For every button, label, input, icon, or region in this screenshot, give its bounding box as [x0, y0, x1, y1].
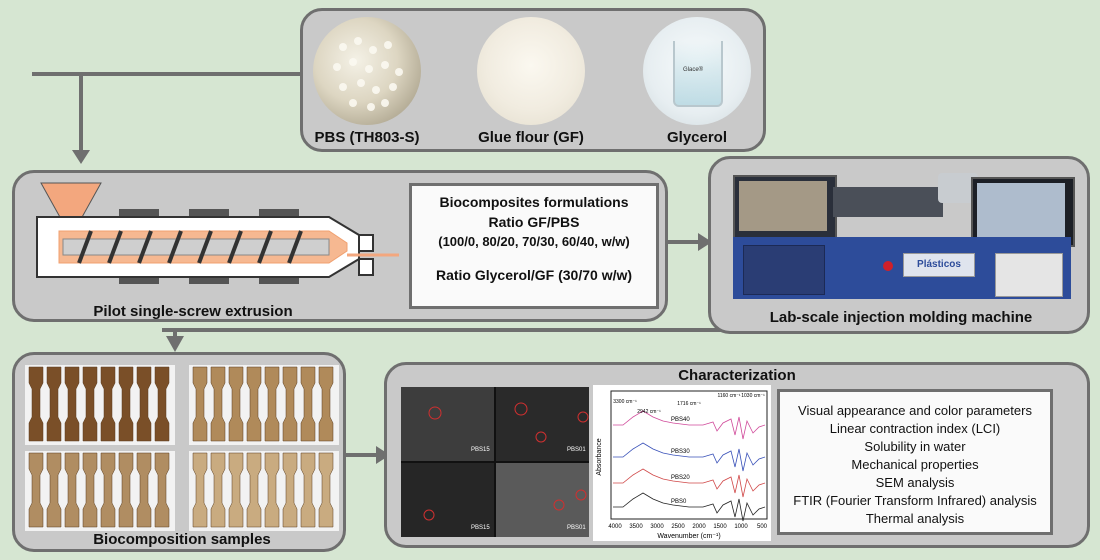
specimen	[154, 452, 170, 528]
sem-label-2: PBS01	[567, 447, 586, 453]
specimen	[118, 366, 134, 442]
x-tick-label: 3000	[650, 524, 664, 530]
sem-label-3: PBS15	[471, 525, 490, 531]
specimen	[192, 366, 208, 442]
x-tick-label: 1500	[713, 524, 727, 530]
samples-label: Biocomposition samples	[93, 531, 271, 548]
glycerol-label: Glycerol	[666, 129, 728, 146]
specimen	[154, 366, 170, 442]
sem-label-4: PBS01	[567, 525, 586, 531]
characterization-item: Linear contraction index (LCI)	[829, 421, 1001, 436]
ftir-series-line	[613, 468, 766, 498]
x-tick-label: 4000	[608, 524, 622, 530]
specimen	[136, 366, 152, 442]
extrusion-panel: Pilot single-screw extrusion Biocomposit…	[12, 170, 668, 322]
specimen	[82, 366, 98, 442]
raw-materials-panel: Glace® PBS (TH803-S) Glue flour (GF) Gly…	[300, 8, 766, 152]
specimen	[246, 366, 262, 442]
ftir-series-label: PBS30	[671, 449, 690, 455]
ftir-series-label: PBS0	[671, 499, 687, 505]
formulations-ratio-gf-pbs: Ratio GF/PBS	[488, 214, 580, 230]
specimen	[46, 366, 62, 442]
y-axis-label: Absorbance	[596, 438, 603, 475]
brand-logo: Plásticos	[903, 253, 975, 277]
formulations-box: Biocomposites formulations Ratio GF/PBS …	[409, 183, 659, 309]
characterization-item: Thermal analysis	[865, 511, 965, 526]
specimen	[28, 366, 44, 442]
injection-label: Lab-scale injection molding machine	[769, 309, 1033, 326]
extrusion-label: Pilot single-screw extrusion	[93, 303, 293, 320]
specimen	[28, 452, 44, 528]
specimen	[282, 452, 298, 528]
glue-flour-label: Glue flour (GF)	[478, 129, 584, 146]
specimen	[246, 452, 262, 528]
specimen	[264, 452, 280, 528]
beaker-label: Glace®	[683, 67, 704, 73]
ftir-chart: Absorbance 4000 3500 3000 2500 2000 1500 1000 50…	[593, 385, 771, 541]
sem-label-1: PBS15	[471, 447, 490, 453]
injection-machine-image: Plásticos	[733, 167, 1075, 299]
specimen	[64, 366, 80, 442]
specimen	[136, 452, 152, 528]
specimen	[300, 366, 316, 442]
specimen	[82, 452, 98, 528]
specimen	[318, 366, 334, 442]
samples-panel: Biocomposition samples	[12, 352, 346, 552]
beaker-icon	[673, 41, 723, 107]
formulations-ratio-values: (100/0, 80/20, 70/30, 60/40, w/w)	[438, 234, 630, 249]
specimen	[64, 452, 80, 528]
specimen	[100, 452, 116, 528]
ftir-annotation: 1716 cm⁻¹	[677, 401, 701, 407]
characterization-item: SEM analysis	[875, 475, 955, 490]
specimen	[192, 452, 208, 528]
formulations-title: Biocomposites formulations	[439, 194, 629, 210]
x-tick-label: 2000	[692, 524, 706, 530]
ftir-series-label: PBS40	[671, 417, 690, 423]
specimen	[118, 452, 134, 528]
ftir-series-line	[613, 492, 766, 522]
specimen	[228, 366, 244, 442]
x-tick-label: 1000	[734, 524, 748, 530]
x-tick-label: 500	[757, 524, 768, 530]
x-tick-label: 3500	[629, 524, 643, 530]
x-tick-label: 2500	[671, 524, 685, 530]
ftir-annotation: 1160 cm⁻¹	[717, 393, 740, 399]
glycerol-beaker-image: Glace®	[643, 17, 751, 125]
extruder-diagram	[36, 182, 399, 284]
ftir-series-line	[613, 410, 766, 440]
specimen	[318, 452, 334, 528]
pbs-pellets-image	[313, 17, 421, 125]
specimen	[100, 366, 116, 442]
characterization-title: Characterization	[678, 367, 796, 384]
characterization-item: Mechanical properties	[851, 457, 979, 472]
specimen	[282, 366, 298, 442]
specimen	[210, 366, 226, 442]
ftir-annotation: 1030 cm⁻¹	[741, 393, 765, 399]
ftir-series-label: PBS20	[671, 475, 690, 481]
ftir-annotation: 3300 cm⁻¹	[613, 399, 637, 405]
specimen	[210, 452, 226, 528]
injection-panel: Plásticos Lab-scale injection molding ma…	[708, 156, 1090, 334]
formulations-ratio-glycerol: Ratio Glycerol/GF (30/70 w/w)	[435, 267, 633, 283]
sample-specimens-image	[25, 365, 339, 531]
pbs-label: PBS (TH803-S)	[314, 129, 420, 146]
specimen	[46, 452, 62, 528]
ftir-annotation: 2942 cm⁻¹	[637, 409, 661, 415]
characterization-item: Solubility in water	[864, 439, 966, 454]
glue-flour-image	[477, 17, 585, 125]
ftir-series-line	[613, 442, 766, 472]
characterization-item: Visual appearance and color parameters	[798, 403, 1032, 418]
sem-images: PBS15 PBS01 PBS15 PBS01	[401, 387, 589, 537]
characterization-item: FTIR (Fourier Transform Infrared) analys…	[793, 493, 1037, 508]
specimen	[228, 452, 244, 528]
characterization-panel: Characterization PBS15 PBS01 PBS15 PBS01…	[384, 362, 1090, 548]
specimen	[300, 452, 316, 528]
x-axis-label: Wavenumber (cm⁻¹)	[657, 533, 720, 540]
plot-frame	[610, 390, 768, 520]
specimen	[264, 366, 280, 442]
